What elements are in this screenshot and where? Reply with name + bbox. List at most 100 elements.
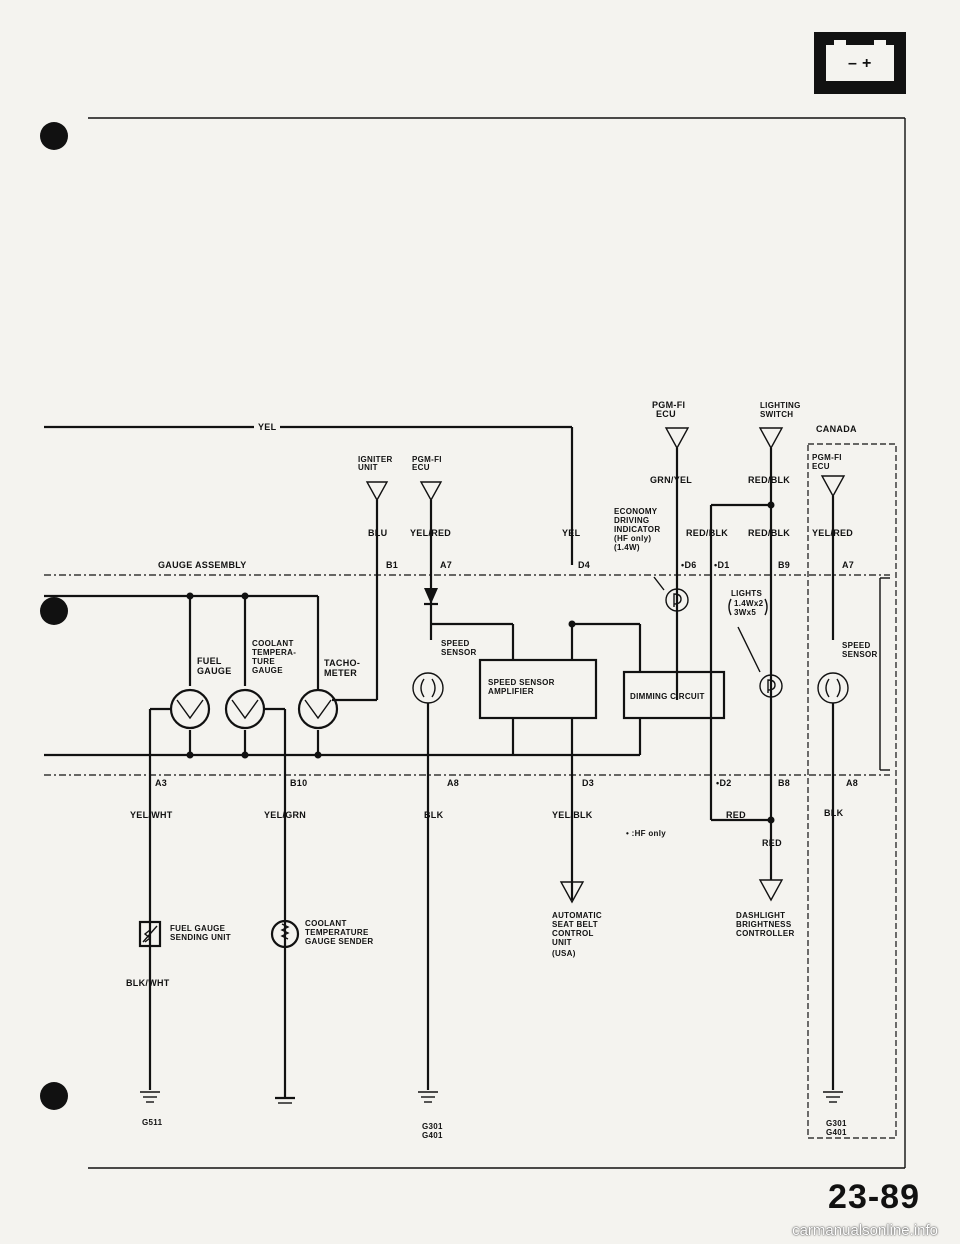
- tachometer-label: METER: [324, 668, 357, 678]
- connector-triangle-icon: [559, 881, 585, 904]
- economy-label: (1.4W): [614, 543, 640, 552]
- wire-label-blk: BLK: [424, 810, 444, 820]
- lights-label: 3Wx5: [734, 608, 756, 617]
- fuel-sender-label: SENDING UNIT: [170, 933, 231, 942]
- pin-d6: •D6: [681, 560, 697, 570]
- wire-label-blk: BLK: [824, 808, 844, 818]
- lighting-switch-label: SWITCH: [760, 410, 793, 419]
- canada-label: CANADA: [816, 424, 857, 434]
- pgmfi-label: PGM-FI: [812, 453, 842, 462]
- wire-label-yel-red: YEL/RED: [812, 528, 853, 538]
- economy-label: (HF only): [614, 534, 651, 543]
- pgmfi-label: ECU: [656, 409, 676, 419]
- pin-a8: A8: [447, 778, 459, 788]
- diode-icon: [424, 588, 438, 604]
- wire-label-yel-grn: YEL/GRN: [264, 810, 306, 820]
- dashlight-controller-label: BRIGHTNESS: [736, 920, 792, 929]
- pin-b10: B10: [290, 778, 307, 788]
- dimming-circuit-label: DIMMING CIRCUIT: [630, 692, 705, 701]
- ground-g301: G301: [422, 1122, 443, 1131]
- speed-sensor-amplifier-box: [478, 658, 598, 720]
- economy-label: INDICATOR: [614, 525, 660, 534]
- fuel-sender-label: FUEL GAUGE: [170, 924, 226, 933]
- ground-g401: G401: [826, 1128, 847, 1137]
- seat-belt-label: UNIT: [552, 938, 572, 947]
- lights-bulb-icon: [759, 674, 783, 698]
- watermark: carmanualsonline.info: [792, 1222, 938, 1239]
- speed-amp-label: AMPLIFIER: [488, 687, 534, 696]
- junction-dot: [241, 751, 249, 759]
- pin-a8: A8: [846, 778, 858, 788]
- wire-label-blu: BLU: [368, 528, 387, 538]
- pgmfi-label: ECU: [412, 463, 430, 472]
- connector-triangle-icon: [664, 427, 690, 450]
- ground-g301: G301: [826, 1119, 847, 1128]
- coolant-gauge-label: GAUGE: [252, 666, 283, 675]
- fuel-gauge-label: GAUGE: [197, 666, 232, 676]
- speed-sensor-label: SENSOR: [842, 650, 878, 659]
- pin-b8: B8: [778, 778, 790, 788]
- battery-symbols: – +: [848, 55, 872, 72]
- wire-label-yel-red: YEL/RED: [410, 528, 451, 538]
- wire-label-red-blk: RED/BLK: [748, 475, 790, 485]
- wire-label-red-blk: RED/BLK: [686, 528, 728, 538]
- lights-arrow-icon: [737, 626, 761, 673]
- ground-icon: [275, 1096, 295, 1104]
- dashlight-controller-label: CONTROLLER: [736, 929, 795, 938]
- pin-a3: A3: [155, 778, 167, 788]
- lights-label: LIGHTS: [731, 589, 762, 598]
- speed-amp-label: SPEED SENSOR: [488, 678, 555, 687]
- tachometer-label: TACHO-: [324, 658, 360, 668]
- gauge-assembly-label: GAUGE ASSEMBLY: [158, 560, 247, 570]
- lighting-switch-label: LIGHTING: [760, 401, 801, 410]
- ground-icon: [823, 1091, 843, 1103]
- ground-icon: [140, 1091, 160, 1103]
- wire-label-red: RED: [726, 810, 746, 820]
- connector-triangle-icon: [758, 427, 784, 450]
- pin-a7: A7: [440, 560, 452, 570]
- seat-belt-label: CONTROL: [552, 929, 594, 938]
- igniter-label: UNIT: [358, 463, 378, 472]
- binder-hole-icon: [40, 597, 68, 625]
- wire-label-blk-wht: BLK/WHT: [126, 978, 170, 988]
- wire-label-red-blk: RED/BLK: [748, 528, 790, 538]
- speed-sensor-icon: [817, 672, 849, 704]
- fuel-gauge-label: FUEL: [197, 656, 222, 666]
- junction-dot: [314, 751, 322, 759]
- wire-label-yel: YEL: [562, 528, 581, 538]
- connector-triangle-icon: [758, 879, 784, 902]
- speed-sensor-icon: [412, 672, 444, 704]
- dashlight-controller-label: DASHLIGHT: [736, 911, 785, 920]
- page-number: 23-89: [828, 1178, 920, 1216]
- tachometer-icon: [297, 688, 339, 730]
- connector-triangle-icon: [365, 481, 389, 502]
- coolant-gauge-label: TEMPERA-: [252, 648, 296, 657]
- lights-brace-icon: [728, 598, 768, 616]
- coolant-gauge-label: COOLANT: [252, 639, 294, 648]
- junction-dot: [186, 592, 194, 600]
- wire-label-yel-blk: YEL/BLK: [552, 810, 593, 820]
- coolant-gauge-icon: [224, 688, 266, 730]
- connector-triangle-icon: [419, 481, 443, 502]
- binder-hole-icon: [40, 1082, 68, 1110]
- pgmfi-label: PGM-FI: [412, 455, 442, 464]
- pin-d4: D4: [578, 560, 590, 570]
- hf-only-note: • :HF only: [626, 829, 666, 838]
- igniter-label: IGNITER: [358, 455, 393, 464]
- battery-icon: – +: [814, 32, 906, 94]
- economy-label: ECONOMY: [614, 507, 658, 516]
- coolant-temperature-sender-icon: [270, 919, 300, 949]
- connector-triangle-icon: [820, 475, 846, 498]
- junction-dot: [186, 751, 194, 759]
- pin-b1: B1: [386, 560, 398, 570]
- fuel-gauge-sending-unit-icon: [138, 920, 162, 948]
- pgmfi-label: PGM-FI: [652, 400, 685, 410]
- canada-option-box: [807, 443, 897, 1139]
- lights-label: 1.4Wx2: [734, 599, 764, 608]
- junction-dot: [767, 501, 775, 509]
- pin-d3: D3: [582, 778, 594, 788]
- speed-sensor-label: SENSOR: [441, 648, 477, 657]
- speed-sensor-label: SPEED: [441, 639, 470, 648]
- coolant-gauge-label: TURE: [252, 657, 275, 666]
